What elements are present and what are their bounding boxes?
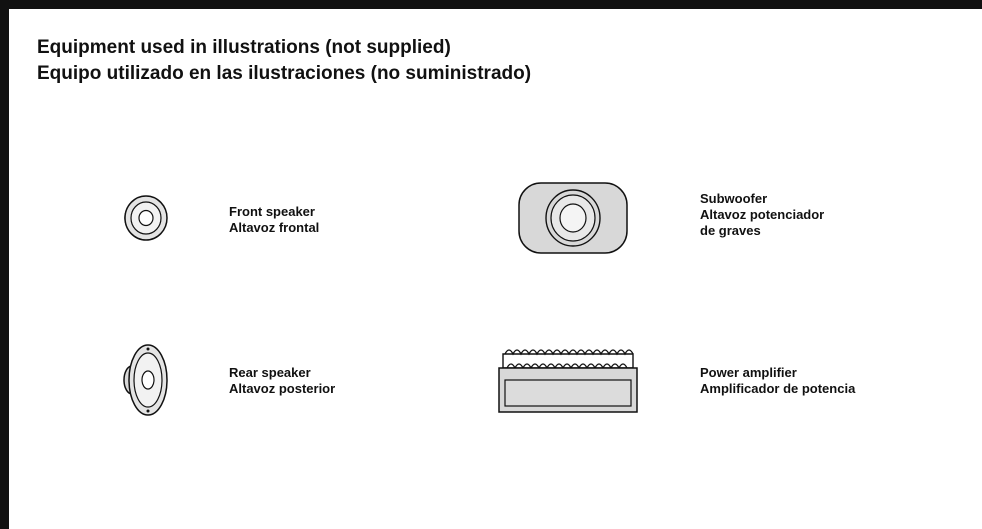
rear-speaker-icon [123,344,168,416]
page-heading: Equipment used in illustrations (not sup… [37,35,531,87]
heading-spanish: Equipo utilizado en las ilustraciones (n… [37,63,532,84]
front-speaker-icon [124,195,168,241]
subwoofer-label: Subwoofer Altavoz potenciador de graves [700,191,825,238]
front-speaker-label: Front speaker Altavoz frontal [229,204,320,235]
rear-speaker-label: Rear speaker Altavoz posterior [229,365,336,396]
heading-english: Equipment used in illustrations (not sup… [37,37,451,58]
power-amplifier-label: Power amplifier Amplificador de potencia [700,365,856,396]
power-amplifier-icon [498,349,638,413]
subwoofer-icon [518,182,628,254]
